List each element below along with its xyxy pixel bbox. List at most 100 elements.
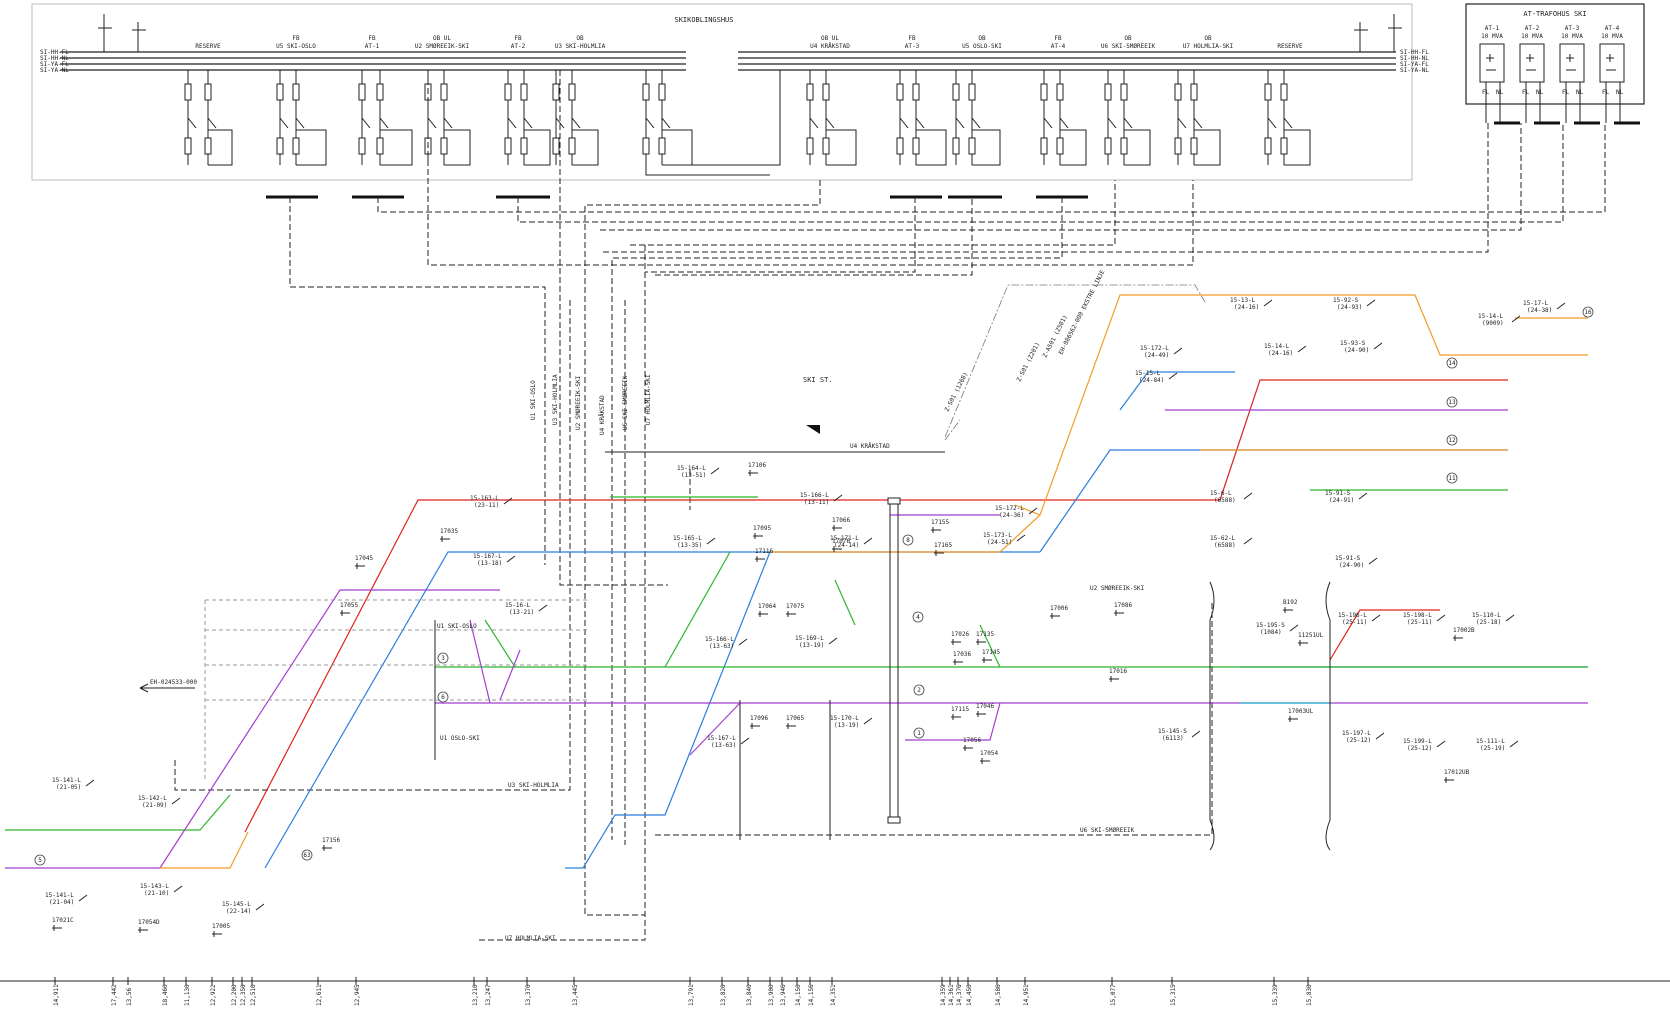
switch-label: 15-110-L: [1472, 612, 1501, 619]
left-arrow: EH-024533-000: [139, 679, 197, 693]
switch-labels: 15-163-L(23-11)15-167-L(13-18)15-16-L(13…: [45, 297, 1566, 915]
km-label: 13,840: [746, 984, 753, 1006]
transformer-icon: [1559, 43, 1585, 83]
switch-icon: [1358, 492, 1368, 500]
track-number: 8: [906, 537, 910, 544]
km-label: 14,911: [53, 984, 60, 1006]
switch-label-ref: (23-11): [474, 502, 499, 509]
section-label: 17065: [786, 715, 804, 722]
rail-label-right-4: SI-YA-NL: [1400, 67, 1429, 74]
section-label: 11251UL: [1298, 632, 1324, 639]
breaker-icon: [1190, 83, 1198, 101]
switch-icon: [503, 497, 513, 505]
switch-label: 15-172-L: [995, 505, 1024, 512]
breaker-icon: [376, 83, 384, 101]
km-label: 13,445: [572, 984, 579, 1006]
breaker-icon: [552, 83, 560, 101]
disconnector-icon: [1059, 117, 1069, 129]
switch-label: 15-167-L: [473, 553, 502, 560]
section-insulator-icon: [951, 714, 961, 720]
track-number: 4: [916, 614, 920, 621]
track-badge: [437, 691, 449, 703]
switch-icon: [255, 903, 265, 911]
feeder-name-5: AT-2: [511, 43, 526, 50]
feeder-name-7: U4 KRÅKSTAD: [810, 43, 850, 50]
switch-label-ref: (24-14): [834, 542, 859, 549]
track-number: 14: [1448, 360, 1456, 367]
section-label: 17156: [322, 837, 340, 844]
track-badge: [912, 611, 924, 623]
switch-label: 15-17-L: [1523, 300, 1549, 307]
breaker-icon: [1174, 83, 1182, 101]
track-number: 11: [1448, 475, 1456, 482]
transformer-name: AT-3: [1565, 25, 1580, 32]
feeder-top-5: FB: [514, 35, 522, 42]
feeder-name-4: U2 SMØREEIK-SKI: [415, 43, 470, 50]
section-label: 17135: [976, 631, 994, 638]
breaker-icon: [912, 83, 920, 101]
external-line: [944, 284, 1206, 438]
feeder-name-2: U5 SKI-OSLO: [276, 43, 316, 50]
disconnector-icon: [279, 117, 289, 129]
switch-label: 15-163-L: [470, 495, 499, 502]
feeder-top-12: OB: [1204, 35, 1212, 42]
switch-label-ref: (25-18): [1476, 619, 1501, 626]
switch-label-ref: (24-16): [1268, 350, 1293, 357]
breaker-icon: [642, 137, 650, 155]
km-label: 13,791: [688, 984, 695, 1006]
switch-label: 15-195-S: [1256, 622, 1285, 629]
breaker-icon: [568, 83, 576, 101]
switch-label-ref: (13-18): [477, 560, 502, 567]
km-label: 12,945: [354, 984, 361, 1006]
switch-label-ref: (24-51): [987, 539, 1012, 546]
track-lines: [5, 294, 1588, 869]
switch-label-ref: (21-05): [56, 784, 81, 791]
switch-icon: [1436, 614, 1446, 622]
section-insulator-icon: [440, 536, 450, 542]
switch-label: 15-92-S: [1333, 297, 1359, 304]
section-insulator-icon: [52, 925, 62, 931]
disconnector-icon: [361, 117, 371, 129]
switch-label: 15-166-L: [705, 636, 734, 643]
feeder-top-10: FB: [1054, 35, 1062, 42]
switch-label-ref: (9009): [1482, 320, 1504, 327]
breaker-icon: [1104, 83, 1112, 101]
section-label: 17045: [355, 555, 373, 562]
section-insulator-icon: [953, 659, 963, 665]
km-label: 15,339: [1272, 984, 1279, 1006]
switch-label-ref: (13-11): [804, 499, 829, 506]
section-label: 17066: [832, 517, 850, 524]
breaker-icon: [896, 137, 904, 155]
disconnector-icon: [523, 117, 533, 129]
section-insulator-icon: [212, 931, 222, 937]
transformer-rating: 10 MVA: [1481, 33, 1503, 40]
switch-icon: [1191, 730, 1201, 738]
rail-label-left-1: SI-HH-FL: [40, 49, 69, 56]
disconnector-icon: [1043, 117, 1053, 129]
section-label: 17145: [982, 649, 1000, 656]
km-label: 15,315: [1170, 984, 1177, 1006]
section-labels: 1704517055170351710617095170661711617076…: [52, 462, 1475, 937]
switch-label-ref: (21-10): [144, 890, 169, 897]
section-insulator-icon: [832, 546, 842, 552]
feeder-top-6: OB: [576, 35, 584, 42]
section-insulator-icon: [755, 556, 765, 562]
switch-label-ref: (6588): [1214, 497, 1236, 504]
earth-symbols: [98, 14, 1402, 52]
switch-label-ref: (24-49): [1144, 352, 1169, 359]
section-label: 17095: [753, 525, 771, 532]
track-badge: [1446, 396, 1458, 408]
switch-icon: [506, 555, 516, 563]
breaker-columns: [184, 70, 1311, 176]
switch-label-ref: (24-93): [1337, 304, 1362, 311]
route-label-5: U6 SKI-SMØREEIK: [622, 375, 629, 430]
km-label: 13,946: [780, 984, 787, 1006]
section-label: 17056: [963, 737, 981, 744]
switch-icon: [740, 737, 750, 745]
switch-label: 15-172-L: [1140, 345, 1169, 352]
switch-icon: [1509, 740, 1519, 748]
dashdot-label-4: Z-S01 (1268): [944, 371, 970, 413]
switch-icon: [1556, 302, 1566, 310]
